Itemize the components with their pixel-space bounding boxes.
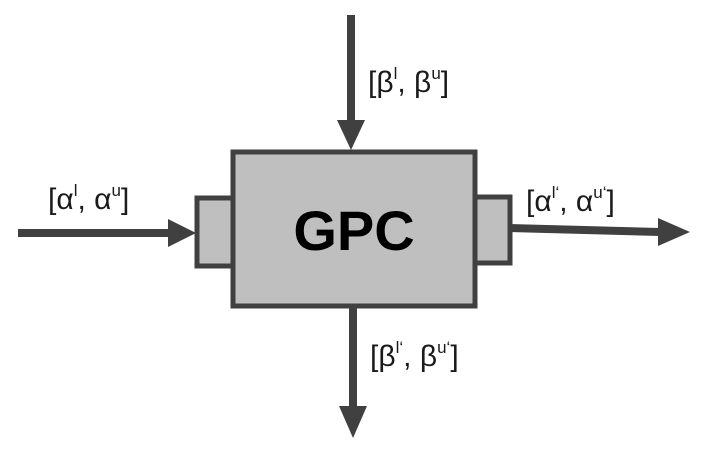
right-output-label-close: ] bbox=[607, 185, 615, 218]
bottom-output-label-sup-upper: u‘ bbox=[437, 338, 450, 357]
bottom-output-arrow bbox=[339, 305, 367, 438]
top-input-label-open: [β bbox=[368, 66, 394, 99]
left-input-label-open: [α bbox=[48, 183, 74, 216]
top-input-label-mid: , β bbox=[397, 66, 431, 99]
left-input-label-sup-upper: u bbox=[111, 181, 120, 200]
bottom-output-label-open: [β bbox=[370, 340, 396, 373]
right-output-label-sup-upper: u‘ bbox=[593, 183, 606, 202]
left-input-label-close: ] bbox=[121, 183, 129, 216]
bottom-output-label-sup-lower: l‘ bbox=[396, 338, 404, 357]
top-input-label-sup-lower: l bbox=[394, 64, 398, 83]
right-output-label-sup-lower: l‘ bbox=[552, 183, 560, 202]
bottom-output-label-mid: , β bbox=[403, 340, 437, 373]
bottom-output-label-close: ] bbox=[450, 340, 458, 373]
left-input-arrow bbox=[18, 219, 196, 247]
left-input-label-mid: , α bbox=[77, 183, 111, 216]
right-output-label-mid: , α bbox=[559, 185, 593, 218]
top-input-label-sup-upper: u bbox=[431, 64, 440, 83]
gpc-title: GPC bbox=[293, 199, 414, 262]
right-output-label: [αl‘, αu‘] bbox=[526, 183, 615, 218]
left-input-label: [αl, αu] bbox=[48, 181, 129, 216]
left-input-label-sup-lower: l bbox=[74, 181, 78, 200]
left-port bbox=[194, 195, 238, 269]
gpc-block bbox=[230, 149, 478, 309]
right-output-arrow bbox=[508, 218, 690, 246]
top-input-label-close: ] bbox=[441, 66, 449, 99]
top-input-arrow bbox=[337, 15, 365, 150]
right-port bbox=[471, 194, 513, 266]
right-output-label-open: [α bbox=[526, 185, 552, 218]
top-input-label: [βl, βu] bbox=[368, 64, 449, 99]
bottom-output-label: [βl‘, βu‘] bbox=[370, 338, 459, 373]
